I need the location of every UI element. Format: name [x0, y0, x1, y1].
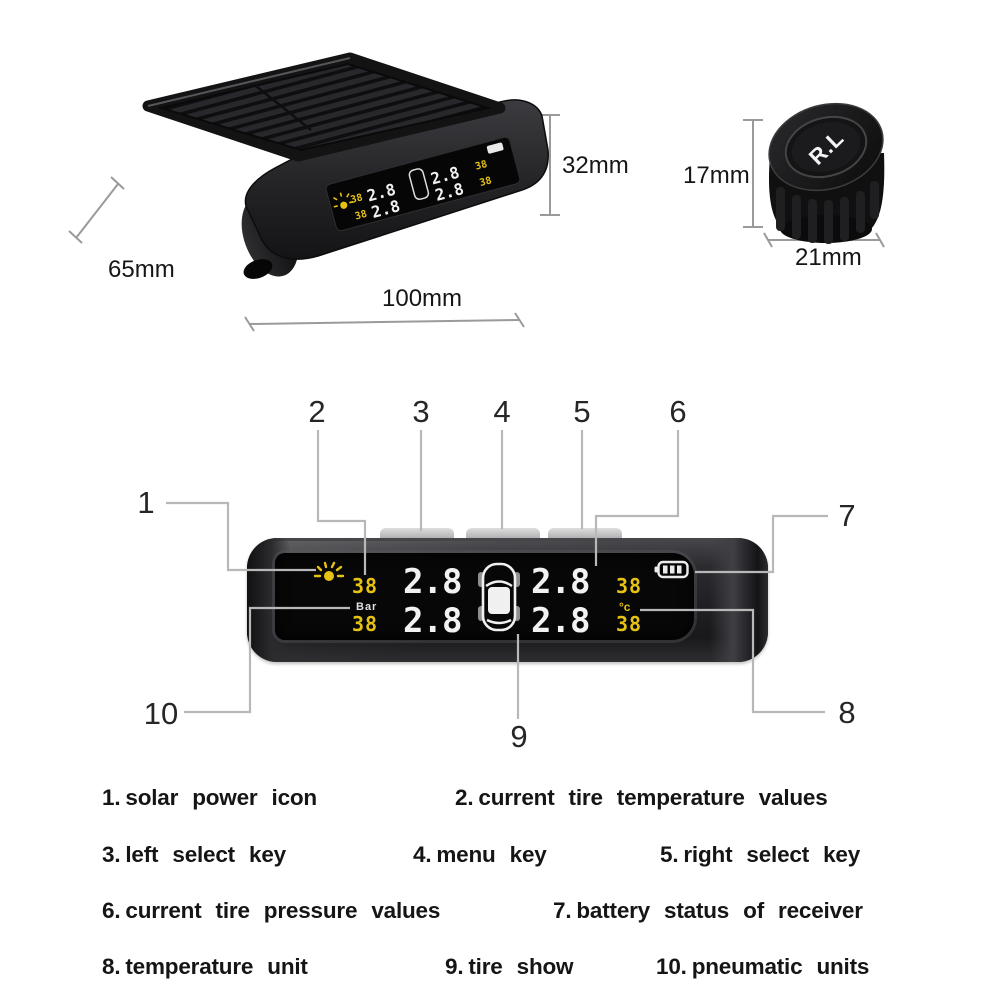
callout-mark-10: 10 — [143, 696, 179, 731]
callout-mark-2: 2 — [308, 394, 326, 429]
legend-item-8: 8.temperature unit — [102, 954, 308, 980]
legend-num-6: 6. — [102, 898, 121, 923]
pressure-rear-left: 2.8 — [403, 601, 462, 641]
temp-front-right: 38 — [616, 574, 643, 598]
legend-item-5: 5.right select key — [660, 842, 860, 868]
legend-num-9: 9. — [445, 954, 464, 979]
tire-show-car-icon — [478, 562, 520, 632]
legend-item-10: 10.pneumatic units — [656, 954, 869, 980]
temp-rear-left: 38 — [352, 612, 379, 636]
callout-mark-6: 6 — [669, 394, 687, 429]
sensor-cap-top — [768, 102, 884, 192]
sensor-height-label: 17mm — [683, 162, 750, 189]
legend-num-2: 2. — [455, 785, 474, 810]
callout-mark-4: 4 — [493, 394, 511, 429]
legend-item-7: 7.battery status of receiver — [553, 898, 863, 924]
temp-unit-label: °c — [619, 600, 631, 614]
pressure-front-left: 2.8 — [403, 562, 462, 602]
dim-depth-label: 65mm — [108, 256, 175, 283]
width-100mm-ticks — [244, 312, 525, 332]
monitor-front-figure: 38 Bar 38 2.8 2.8 2.8 2.8 38 °c — [240, 515, 775, 675]
legend-item-6: 6.current tire pressure values — [102, 898, 440, 924]
legend-item-1: 1.solar power icon — [102, 785, 317, 811]
height-32mm-line — [540, 114, 560, 216]
solar-monitor-isometric-figure: 38 38 38 38 2.8 2.8 2.8 2.8 — [68, 52, 560, 332]
iso-display: 38 38 38 38 2.8 2.8 2.8 2.8 — [325, 136, 521, 232]
legend-item-3: 3.left select key — [102, 842, 286, 868]
dim-width-label: 100mm — [382, 285, 463, 312]
callout-mark-5: 5 — [573, 394, 591, 429]
sensor-knurling — [776, 181, 879, 244]
solar-panel-cells — [157, 62, 492, 152]
callout-mark-9: 9 — [510, 719, 528, 754]
callout-mark-7: 7 — [838, 498, 856, 533]
legend-num-10: 10. — [656, 954, 687, 979]
legend-label-10: pneumatic units — [691, 954, 870, 979]
iso-temp-rr: 38 — [478, 175, 492, 189]
iso-temp-fl: 38 — [349, 192, 363, 206]
width-100mm-line — [249, 319, 521, 325]
callout-mark-1: 1 — [137, 485, 155, 520]
legend-label-4: menu key — [436, 842, 547, 867]
legend-label-5: right select key — [683, 842, 861, 867]
legend-label-8: temperature unit — [125, 954, 308, 979]
legend-num-3: 3. — [102, 842, 121, 867]
solar-power-icon — [313, 561, 345, 581]
legend-label-9: tire show — [468, 954, 574, 979]
legend-item-4: 4.menu key — [413, 842, 547, 868]
temp-rear-right: 38 — [616, 612, 643, 636]
legend-num-7: 7. — [553, 898, 572, 923]
legend-label-7: battery status of receiver — [576, 898, 863, 923]
legend-num-5: 5. — [660, 842, 679, 867]
depth-65mm-ticks — [68, 176, 125, 244]
callout-mark-3: 3 — [412, 394, 430, 429]
height-17mm-line — [743, 119, 763, 228]
mount-knob-tip — [243, 259, 273, 279]
iso-dimension-lines — [68, 114, 560, 332]
tire-sensor-figure: R.L — [743, 102, 885, 248]
legend-label-3: left select key — [125, 842, 286, 867]
legend-label-2: current tire temperature values — [478, 785, 828, 810]
legend-num-4: 4. — [413, 842, 432, 867]
temp-front-left: 38 — [352, 574, 379, 598]
iso-temp-rl: 38 — [354, 209, 368, 223]
solar-panel — [142, 52, 506, 162]
solar-panel-seam — [255, 85, 312, 131]
legend-label-6: current tire pressure values — [125, 898, 441, 923]
monitor-right-cap — [710, 538, 768, 662]
iso-lcd-screen — [325, 136, 521, 232]
iso-temp-fr: 38 — [474, 159, 488, 173]
iso-battery-icon — [486, 142, 504, 154]
legend-item-9: 9.tire show — [445, 954, 574, 980]
iso-car-icon — [408, 168, 430, 200]
legend-num-8: 8. — [102, 954, 121, 979]
pressure-rear-right: 2.8 — [531, 601, 590, 641]
legend-label-1: solar power icon — [125, 785, 317, 810]
solar-panel-edge-highlight — [147, 57, 351, 107]
callout-mark-8: 8 — [838, 695, 856, 730]
receiver-battery-icon — [654, 560, 689, 579]
lcd-screen: 38 Bar 38 2.8 2.8 2.8 2.8 38 °c — [275, 553, 694, 640]
depth-65mm-line — [75, 183, 119, 239]
legend-item-2: 2.current tire temperature values — [455, 785, 828, 811]
pressure-unit-label: Bar — [356, 601, 378, 613]
legend-num-1: 1. — [102, 785, 121, 810]
dim-height-label: 32mm — [562, 152, 629, 179]
iso-solar-icon — [333, 192, 354, 209]
sensor-width-label: 21mm — [795, 244, 862, 271]
width-21mm-ticks — [763, 232, 885, 248]
pressure-front-right: 2.8 — [531, 562, 590, 602]
